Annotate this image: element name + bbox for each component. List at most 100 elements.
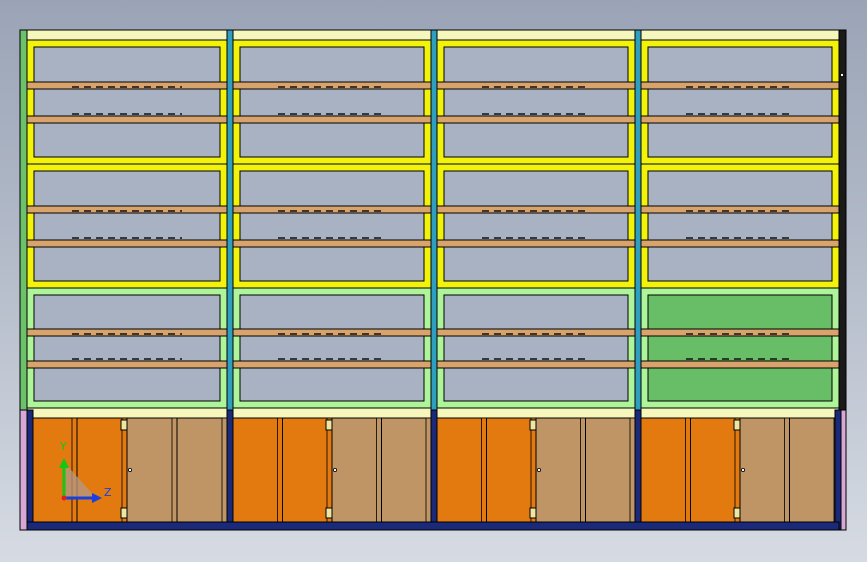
shelf-bay2-row2-1: [232, 205, 432, 214]
door-knob: [741, 467, 746, 472]
cabinet-door-bay2-1: [232, 417, 283, 523]
lower-post-3: [634, 409, 642, 531]
y-axis-label: Y: [60, 440, 67, 453]
glass-panel-bay4-row2: [647, 170, 833, 282]
view-orientation-triad: Y Z: [52, 440, 122, 510]
glass-panel-bay2-row2: [239, 170, 425, 282]
shelf-bay4-row1-1: [640, 81, 840, 90]
glass-panel-bay2-row1: [239, 46, 425, 158]
shelf-bay4-row3-2: [640, 360, 840, 369]
vertical-post-1: [226, 29, 234, 411]
hinge-top: [733, 419, 741, 431]
left-end-panel-lower: [19, 409, 28, 531]
door-edge: [326, 417, 333, 523]
shelf-bay4-row2-2: [640, 239, 840, 248]
cabinet-door-bay4-1: [640, 417, 691, 523]
base-rail-bay1: [26, 407, 228, 419]
hinge-top: [325, 419, 333, 431]
door-knob: [537, 467, 542, 472]
z-axis-label: Z: [104, 486, 112, 499]
vertical-post-3: [634, 29, 642, 411]
kickboard: [26, 521, 840, 531]
cabinet-door-bay3-1: [436, 417, 487, 523]
post-bolt: [840, 73, 845, 78]
triad-plane: [64, 462, 96, 498]
base-rail-bay4: [640, 407, 840, 419]
cabinet-door-bay4-4: [789, 417, 840, 523]
hinge-bottom: [120, 507, 128, 519]
shelf-bay3-row1-1: [436, 81, 636, 90]
axis-triad-icon: [59, 458, 102, 503]
shelf-bay1-row3-2: [26, 360, 228, 369]
door-edge: [425, 417, 432, 523]
door-edge: [685, 417, 691, 523]
shelf-bay2-row2-2: [232, 239, 432, 248]
cabinet-door-bay1-4: [176, 417, 228, 523]
glass-panel-bay1-row3: [33, 294, 221, 402]
cabinet-door-bay3-4: [585, 417, 636, 523]
shelf-bay2-row1-2: [232, 115, 432, 124]
cabinet-door-bay2-3: [331, 417, 382, 523]
shelf-bay3-row2-2: [436, 239, 636, 248]
lower-post-left: [26, 409, 34, 531]
glass-panel-bay2-row3: [239, 294, 425, 402]
shelf-bay2-row1-1: [232, 81, 432, 90]
shelf-bay3-row1-2: [436, 115, 636, 124]
door-edge: [121, 417, 128, 523]
base-rail-bay3: [436, 407, 636, 419]
lower-post-1: [226, 409, 234, 531]
cabinet-door-bay1-3: [126, 417, 178, 523]
cabinet-door-bay3-3: [535, 417, 586, 523]
vertical-post-2: [430, 29, 438, 411]
z-axis-head: [92, 493, 102, 503]
shelf-bay1-row2-1: [26, 205, 228, 214]
right-end-panel-upper: [838, 29, 847, 411]
glass-panel-bay4-row1: [647, 46, 833, 158]
shelf-bay3-row3-1: [436, 328, 636, 337]
door-edge: [376, 417, 382, 523]
shelf-bay1-row3-1: [26, 328, 228, 337]
glass-panel-bay1-row2: [33, 170, 221, 282]
shelf-bay4-row3-1: [640, 328, 840, 337]
hinge-bottom: [733, 507, 741, 519]
hinge-top: [529, 419, 537, 431]
left-end-panel-upper: [19, 29, 28, 411]
shelf-bay1-row1-2: [26, 115, 228, 124]
glass-panel-bay3-row3: [443, 294, 629, 402]
door-edge: [221, 417, 228, 523]
shelf-bay1-row1-1: [26, 81, 228, 90]
lower-post-right: [834, 409, 842, 531]
door-edge: [734, 417, 741, 523]
cabinet-door-bay4-2: [690, 417, 741, 523]
door-edge: [481, 417, 487, 523]
door-knob: [332, 467, 337, 472]
base-rail-bay2: [232, 407, 432, 419]
shelf-bay3-row3-2: [436, 360, 636, 369]
door-edge: [277, 417, 283, 523]
shelf-bay4-row2-1: [640, 205, 840, 214]
y-axis-head: [59, 458, 69, 468]
shelf-bay2-row3-2: [232, 360, 432, 369]
hinge-top: [120, 419, 128, 431]
hinge-bottom: [529, 507, 537, 519]
door-edge: [171, 417, 178, 523]
cabinet-door-bay2-4: [381, 417, 432, 523]
door-edge: [530, 417, 537, 523]
hinge-bottom: [325, 507, 333, 519]
cabinet-door-bay4-3: [739, 417, 790, 523]
door-knob: [127, 467, 132, 472]
shelf-bay3-row2-1: [436, 205, 636, 214]
glass-panel-bay1-row1: [33, 46, 221, 158]
cabinet-door-bay2-2: [282, 417, 333, 523]
shelf-bay4-row1-2: [640, 115, 840, 124]
x-axis-dot: [61, 495, 67, 501]
lower-post-2: [430, 409, 438, 531]
shelf-bay2-row3-1: [232, 328, 432, 337]
glass-panel-bay3-row2: [443, 170, 629, 282]
glass-panel-bay4-row3: [647, 294, 833, 402]
shelf-bay1-row2-2: [26, 239, 228, 248]
door-edge: [580, 417, 586, 523]
glass-panel-bay3-row1: [443, 46, 629, 158]
